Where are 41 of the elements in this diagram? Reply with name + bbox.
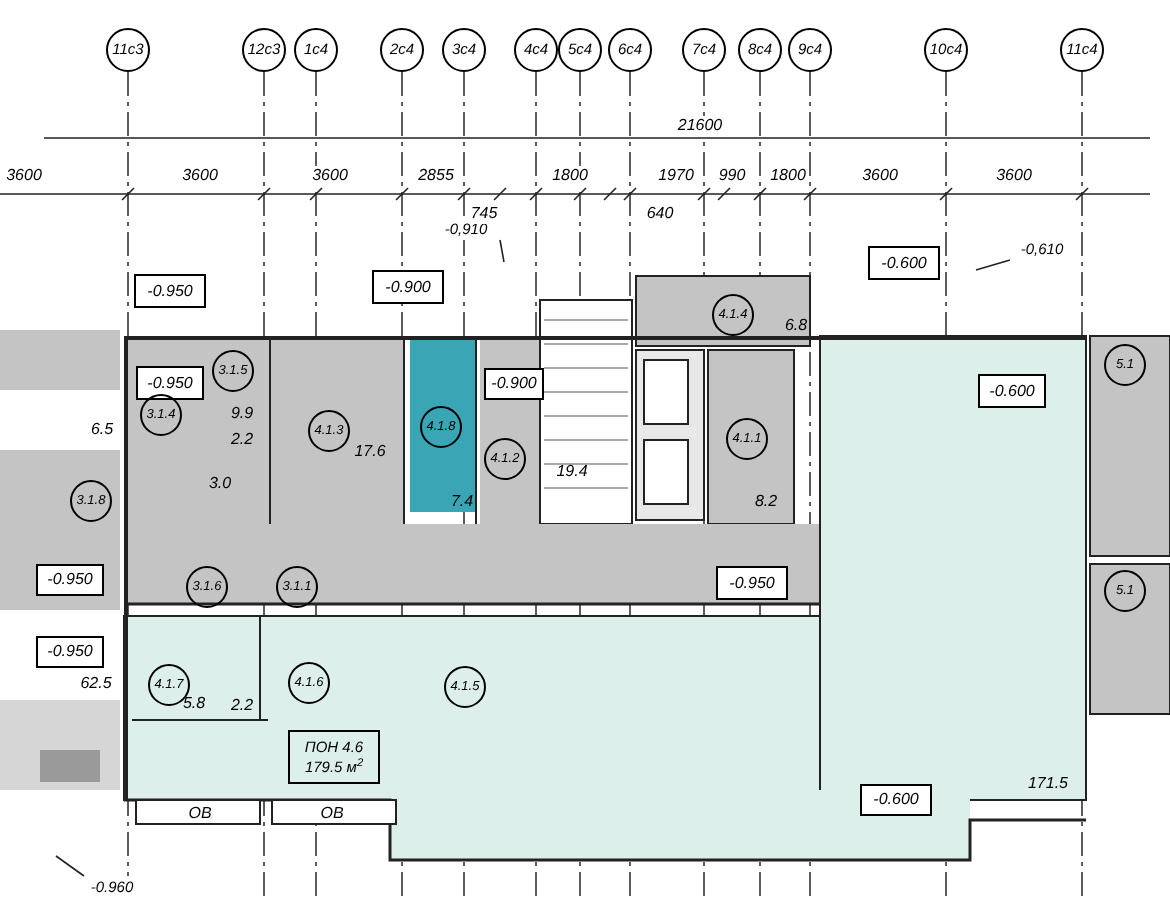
area-value: 19.4 [556,462,588,482]
dimension-text: 3600 [180,166,220,186]
leader-line [975,259,1011,271]
level-mark-box: -0.950 [134,274,206,308]
dimension-text: 3600 [860,166,900,186]
dimension-text: 745 [468,204,500,224]
dimension-text: 2855 [416,166,456,186]
area-value: 8.2 [754,492,778,512]
leader-line [55,855,85,877]
level-mark-box: -0.950 [136,366,204,400]
dimension-text: 3600 [4,166,44,186]
area-value: 6.8 [784,316,808,336]
level-mark-box: -0.950 [36,636,104,668]
dimension-text: 1800 [768,166,808,186]
dimension-text: 1970 [656,166,696,186]
level-mark-box: -0.600 [860,784,932,816]
area-value: ОВ [320,804,344,824]
dimension-text: 3600 [994,166,1034,186]
level-mark-box: -0.950 [716,566,788,600]
dimension-text: 21600 [675,116,725,136]
area-value: 3.0 [208,474,232,494]
area-value: 171.5 [1027,774,1069,794]
dimension-text: 3600 [310,166,350,186]
area-value: 6.5 [90,420,114,440]
level-mark-box: -0.900 [372,270,444,304]
leader-line [499,239,505,263]
area-value: ОВ [188,804,212,824]
level-mark-box: -0.950 [36,564,104,596]
level-mark-box: -0.600 [978,374,1046,408]
area-value: 5.8 [182,694,206,714]
level-mark-box: -0.900 [484,368,544,400]
area-value: 62.5 [80,674,112,694]
level-mark-box: -0.600 [868,246,940,280]
dimension-text: 990 [716,166,748,186]
area-value: 9.9 [230,404,254,424]
area-value: 17.6 [354,442,386,462]
dimension-text: 1800 [550,166,590,186]
area-value: 2.2 [230,430,254,450]
dimension-text: 640 [644,204,676,224]
area-value: 7.4 [450,492,474,512]
area-value: 2.2 [230,696,254,716]
